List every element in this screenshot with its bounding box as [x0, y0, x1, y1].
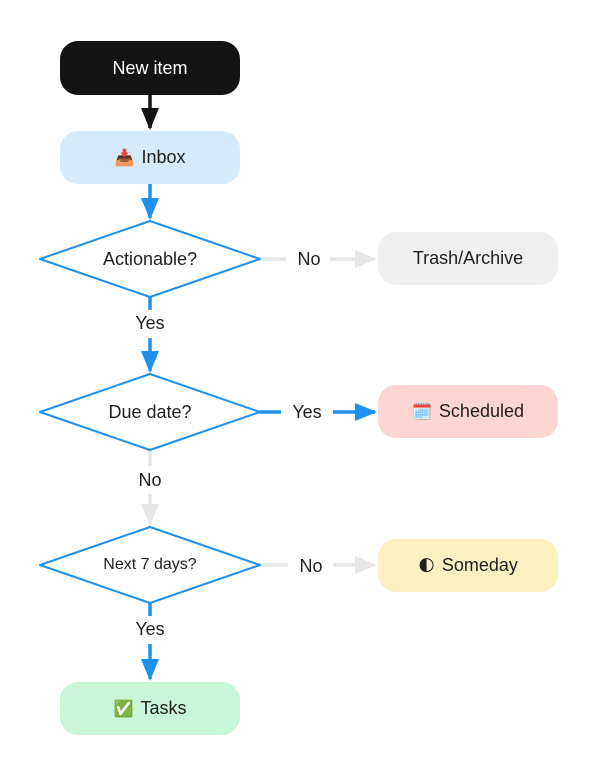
check-mark-icon: ✅: [113, 700, 134, 718]
node-new-item-label: New item: [112, 57, 188, 78]
decision-actionable-shape: [39, 220, 261, 298]
decision-next-7-days-shape: [39, 526, 261, 604]
node-someday: 🌓 Someday: [378, 539, 558, 592]
edge-label-actionable-no: No: [288, 248, 330, 270]
decision-due-date-shape: [39, 373, 261, 451]
edge-label-next7-no: No: [290, 555, 332, 577]
node-scheduled-label: Scheduled: [438, 401, 524, 421]
decision-next-7-days-label: Next 7 days?: [103, 556, 197, 573]
inbox-tray-icon: 📥: [114, 149, 135, 167]
node-someday-label: Someday: [441, 555, 518, 575]
edge-label-due-no: No: [129, 469, 171, 491]
node-trash-archive: Trash/Archive: [378, 232, 558, 285]
node-tasks: ✅ Tasks: [60, 682, 240, 735]
edge-label-next7-yes: Yes: [126, 618, 174, 640]
decision-actionable-label: Actionable?: [102, 248, 198, 269]
calendar-icon: 🗓️: [412, 403, 432, 421]
node-inbox: 📥 Inbox: [60, 131, 240, 184]
node-trash-archive-label: Trash/Archive: [412, 248, 524, 268]
node-new-item: New item: [60, 41, 240, 95]
decision-due-date-label: Due date?: [108, 401, 192, 422]
half-moon-icon: 🌓: [418, 557, 435, 575]
node-tasks-label: Tasks: [140, 698, 187, 718]
edge-label-due-yes: Yes: [283, 401, 331, 423]
node-inbox-label: Inbox: [141, 147, 186, 167]
edge-label-actionable-yes: Yes: [126, 312, 174, 334]
node-scheduled: 🗓️ Scheduled: [378, 385, 558, 438]
